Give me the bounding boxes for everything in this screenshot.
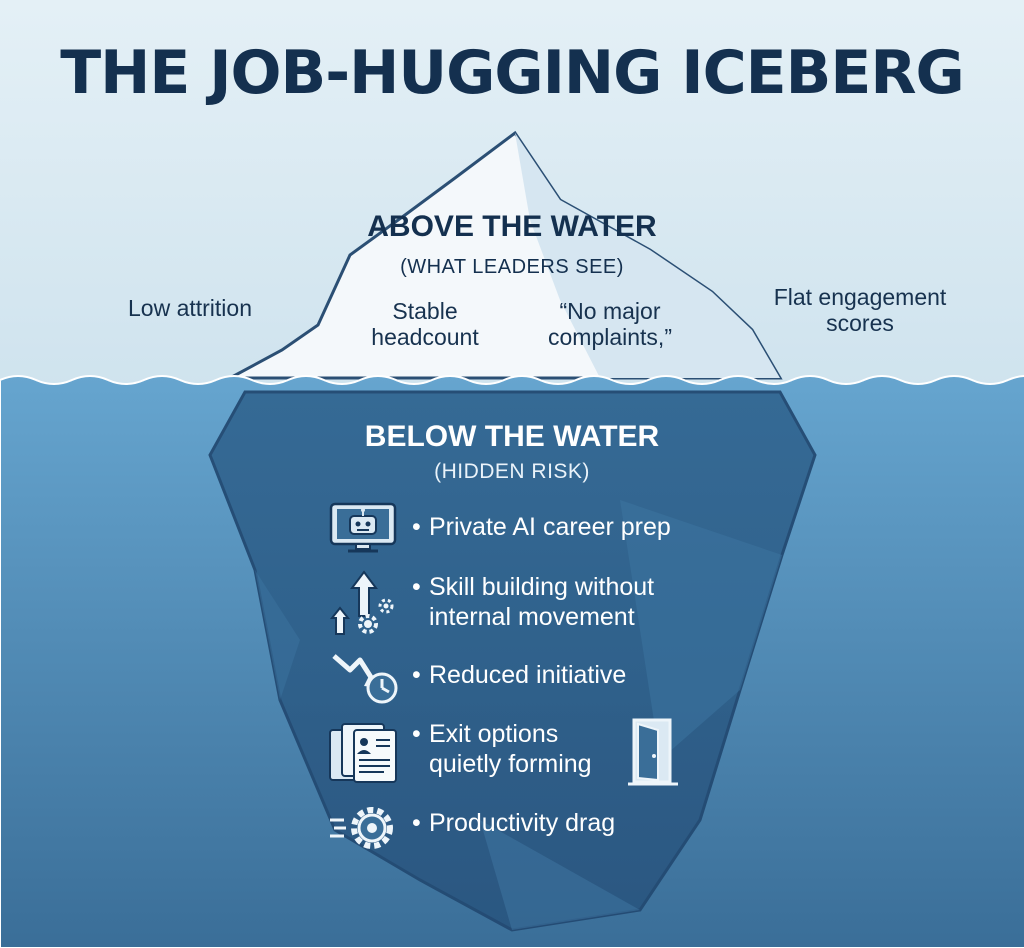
robot-monitor-icon [329, 502, 397, 553]
below-water-subheading: (HIDDEN RISK) [434, 460, 590, 483]
growth-gears-icon [329, 570, 394, 635]
decline-clock-icon [332, 654, 398, 704]
bullet: • [412, 513, 421, 541]
risk-item-productivity-drag: • Productivity drag [412, 808, 615, 838]
above-item-no-complaints: “No major complaints,” [548, 298, 672, 351]
bullet: • [412, 573, 421, 601]
above-water-heading: ABOVE THE WATER [367, 210, 657, 243]
iceberg-tip-shade [515, 133, 780, 378]
above-item-flat-engagement: Flat engagement scores [773, 284, 947, 337]
iceberg-facet [480, 820, 640, 930]
risk-item-ai-career-prep: • Private AI career prep [412, 512, 671, 542]
iceberg-facet [620, 500, 782, 760]
resume-documents-icon [329, 723, 397, 783]
above-item-low-attrition: Low attrition [127, 295, 252, 321]
risk-item-reduced-initiative: • Reduced initiative [412, 660, 626, 690]
risk-label: Exit options quietly forming [429, 720, 592, 778]
bullet: • [412, 809, 421, 837]
risk-label: Reduced initiative [429, 661, 627, 689]
slow-gear-icon [330, 807, 393, 849]
page-title: THE JOB-HUGGING ICEBERG [60, 38, 965, 108]
bullet: • [412, 661, 421, 689]
bullet: • [412, 720, 421, 748]
risk-item-exit-options: • Exit options quietly forming [412, 719, 592, 779]
above-item-stable-headcount: Stable headcount [371, 298, 479, 351]
risk-label: Private AI career prep [429, 513, 671, 541]
risk-item-skill-building: • Skill building without internal moveme… [412, 572, 654, 632]
above-water-subheading: (WHAT LEADERS SEE) [400, 256, 624, 278]
risk-label: Skill building without internal movement [429, 573, 655, 631]
exit-door-icon [628, 718, 678, 786]
risk-label: Productivity drag [429, 809, 616, 837]
iceberg-facet [255, 570, 300, 700]
below-water-heading: BELOW THE WATER [364, 420, 660, 453]
